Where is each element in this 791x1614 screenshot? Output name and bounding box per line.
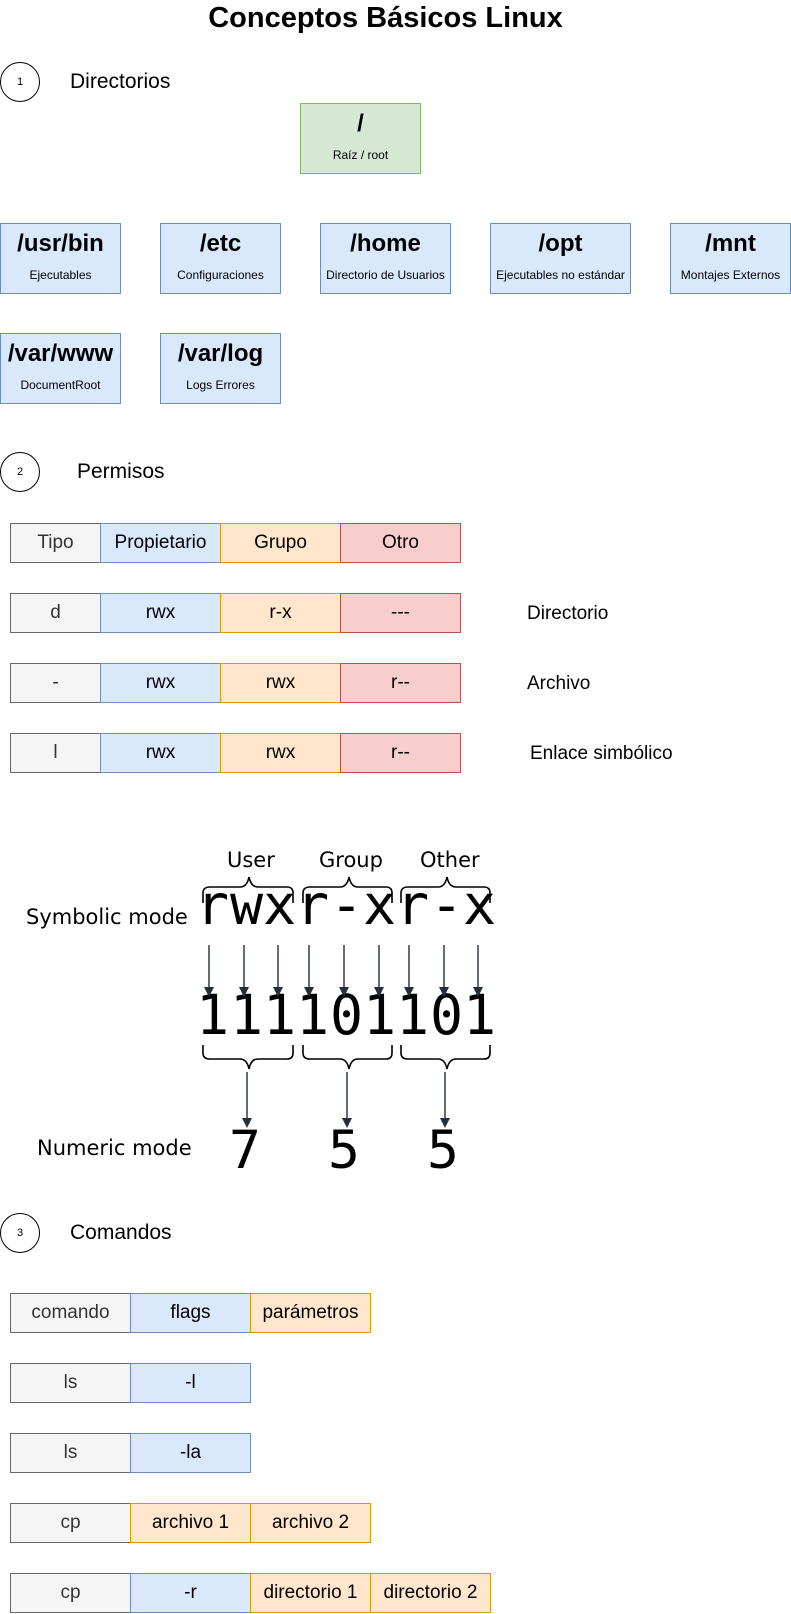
cmd-header-params: parámetros: [250, 1293, 371, 1333]
dir-opt-desc: Ejecutables no estándar: [496, 268, 625, 282]
perm-owner-cell: rwx: [100, 593, 221, 633]
cmd-flag-cell: -r: [130, 1573, 251, 1613]
dir-etc[interactable]: /etc Configuraciones: [160, 223, 281, 294]
dir-var-log-path: /var/log: [177, 340, 264, 367]
perm-type-cell: l: [10, 733, 101, 773]
cmd-command-cell: cp: [10, 1573, 131, 1613]
perm-header-owner: Propietario: [100, 523, 221, 563]
perm-owner-cell: rwx: [100, 733, 221, 773]
cmd-param-cell: archivo 1: [130, 1503, 251, 1543]
section-2-number: 2: [0, 452, 40, 492]
dir-root-path: /: [357, 110, 364, 137]
numeric-digit-user: 7: [229, 1120, 261, 1181]
dir-root-desc: Raíz / root: [332, 148, 389, 162]
perm-row-label: Enlace simbólico: [530, 743, 673, 764]
cmd-header-command: comando: [10, 1293, 131, 1333]
brace-user: [202, 876, 294, 903]
numeric-mode-label: Numeric mode: [37, 1136, 192, 1160]
symbolic-mode-label: Symbolic mode: [26, 905, 188, 929]
perm-row-label: Archivo: [527, 673, 591, 694]
perm-other-cell: ---: [340, 593, 461, 633]
section-3-label: Comandos: [70, 1221, 172, 1244]
brace-group: [302, 876, 393, 903]
dir-mnt-desc: Montajes Externos: [680, 268, 781, 282]
perm-other-cell: r--: [340, 663, 461, 703]
group-label-user: User: [227, 848, 275, 872]
section-2-label: Permisos: [77, 460, 165, 483]
group-label-group: Group: [319, 848, 383, 872]
dir-mnt[interactable]: /mnt Montajes Externos: [670, 223, 791, 294]
dir-var-www[interactable]: /var/www DocumentRoot: [0, 333, 121, 404]
dir-opt[interactable]: /opt Ejecutables no estándar: [490, 223, 631, 294]
dir-var-www-path: /var/www: [7, 340, 114, 367]
perm-header-group: Grupo: [220, 523, 341, 563]
cmd-command-cell: ls: [10, 1363, 131, 1403]
perm-row-label: Directorio: [527, 603, 609, 624]
bit-arrows: [204, 945, 483, 997]
cmd-param-cell: directorio 2: [370, 1573, 491, 1613]
page-title: Conceptos Básicos Linux: [208, 2, 563, 34]
group-arrows: [242, 1072, 450, 1128]
dir-var-log-desc: Logs Errores: [186, 378, 255, 392]
numeric-digit-other: 5: [427, 1120, 459, 1181]
dir-usr-bin-desc: Ejecutables: [29, 268, 92, 282]
cmd-header-flags: flags: [130, 1293, 251, 1333]
brace-user-bottom: [202, 1045, 294, 1070]
dir-etc-path: /etc: [199, 230, 242, 257]
numeric-digit-group: 5: [328, 1120, 360, 1181]
perm-owner-cell: rwx: [100, 663, 221, 703]
perm-header-other: Otro: [340, 523, 461, 563]
section-1-label: Directorios: [70, 70, 171, 93]
brace-group-bottom: [302, 1045, 393, 1070]
dir-home[interactable]: /home Directorio de Usuarios: [320, 223, 451, 294]
dir-var-www-desc: DocumentRoot: [20, 378, 101, 392]
dir-var-log[interactable]: /var/log Logs Errores: [160, 333, 281, 404]
dir-root[interactable]: / Raíz / root: [300, 103, 421, 174]
brace-other: [400, 876, 491, 903]
dir-usr-bin[interactable]: /usr/bin Ejecutables: [0, 223, 121, 294]
perm-group-cell: rwx: [220, 733, 341, 773]
dir-etc-desc: Configuraciones: [177, 268, 264, 282]
dir-home-desc: Directorio de Usuarios: [326, 268, 445, 282]
section-1-number: 1: [0, 62, 40, 102]
dir-home-path: /home: [350, 230, 421, 257]
bottom-braces: [202, 1045, 491, 1070]
cmd-flag-cell: -la: [130, 1433, 251, 1473]
cmd-param-cell: directorio 1: [250, 1573, 371, 1613]
dir-usr-bin-path: /usr/bin: [17, 230, 104, 257]
perm-type-cell: -: [10, 663, 101, 703]
dir-opt-path: /opt: [538, 230, 583, 257]
cmd-command-cell: ls: [10, 1433, 131, 1473]
group-label-other: Other: [420, 848, 480, 872]
perm-header-type: Tipo: [10, 523, 101, 563]
perm-other-cell: r--: [340, 733, 461, 773]
cmd-flag-cell: -l: [130, 1363, 251, 1403]
cmd-command-cell: cp: [10, 1503, 131, 1543]
top-braces: [202, 876, 491, 903]
perm-group-cell: rwx: [220, 663, 341, 703]
perm-type-cell: d: [10, 593, 101, 633]
dir-mnt-path: /mnt: [705, 230, 756, 257]
section-3-number: 3: [0, 1213, 40, 1253]
cmd-param-cell: archivo 2: [250, 1503, 371, 1543]
brace-other-bottom: [400, 1045, 491, 1070]
